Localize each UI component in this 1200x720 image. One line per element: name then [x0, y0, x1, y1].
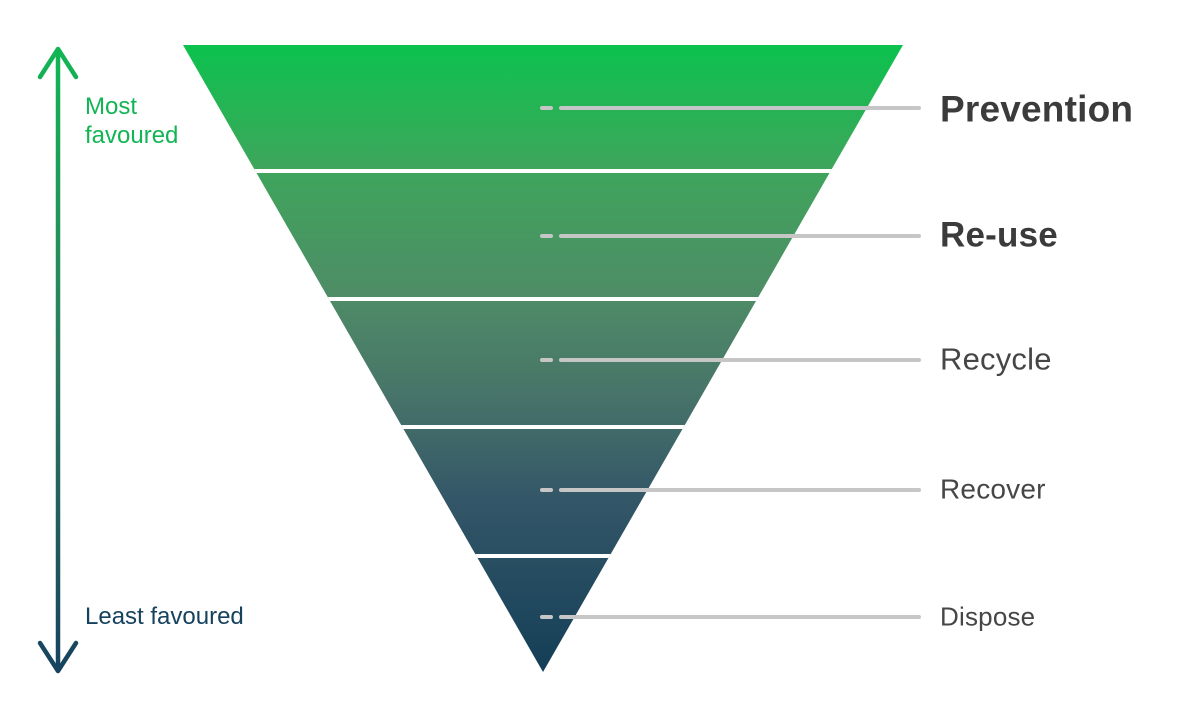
leader-dash: [540, 488, 553, 492]
leader-line: [559, 358, 921, 362]
leader-dash: [540, 358, 553, 362]
least-favoured-label: Least favoured: [85, 603, 244, 630]
most-favoured-label: Most favoured: [85, 93, 179, 149]
section-divider: [183, 554, 903, 558]
level-label-dispose: Dispose: [940, 601, 1036, 632]
leader-dash: [540, 615, 553, 619]
leader-line: [559, 234, 921, 238]
level-label-reuse: Re-use: [940, 215, 1058, 255]
leader-line: [559, 615, 921, 619]
level-label-recycle: Recycle: [940, 341, 1052, 377]
leader-line: [559, 106, 921, 110]
section-divider: [183, 297, 903, 301]
leader-dash: [540, 234, 553, 238]
section-divider: [183, 169, 903, 173]
section-divider: [183, 425, 903, 429]
leader-line: [559, 488, 921, 492]
level-label-recover: Recover: [940, 473, 1046, 505]
level-label-prevention: Prevention: [940, 88, 1134, 130]
favourability-axis-arrow-icon: [37, 46, 79, 674]
leader-dash: [540, 106, 553, 110]
